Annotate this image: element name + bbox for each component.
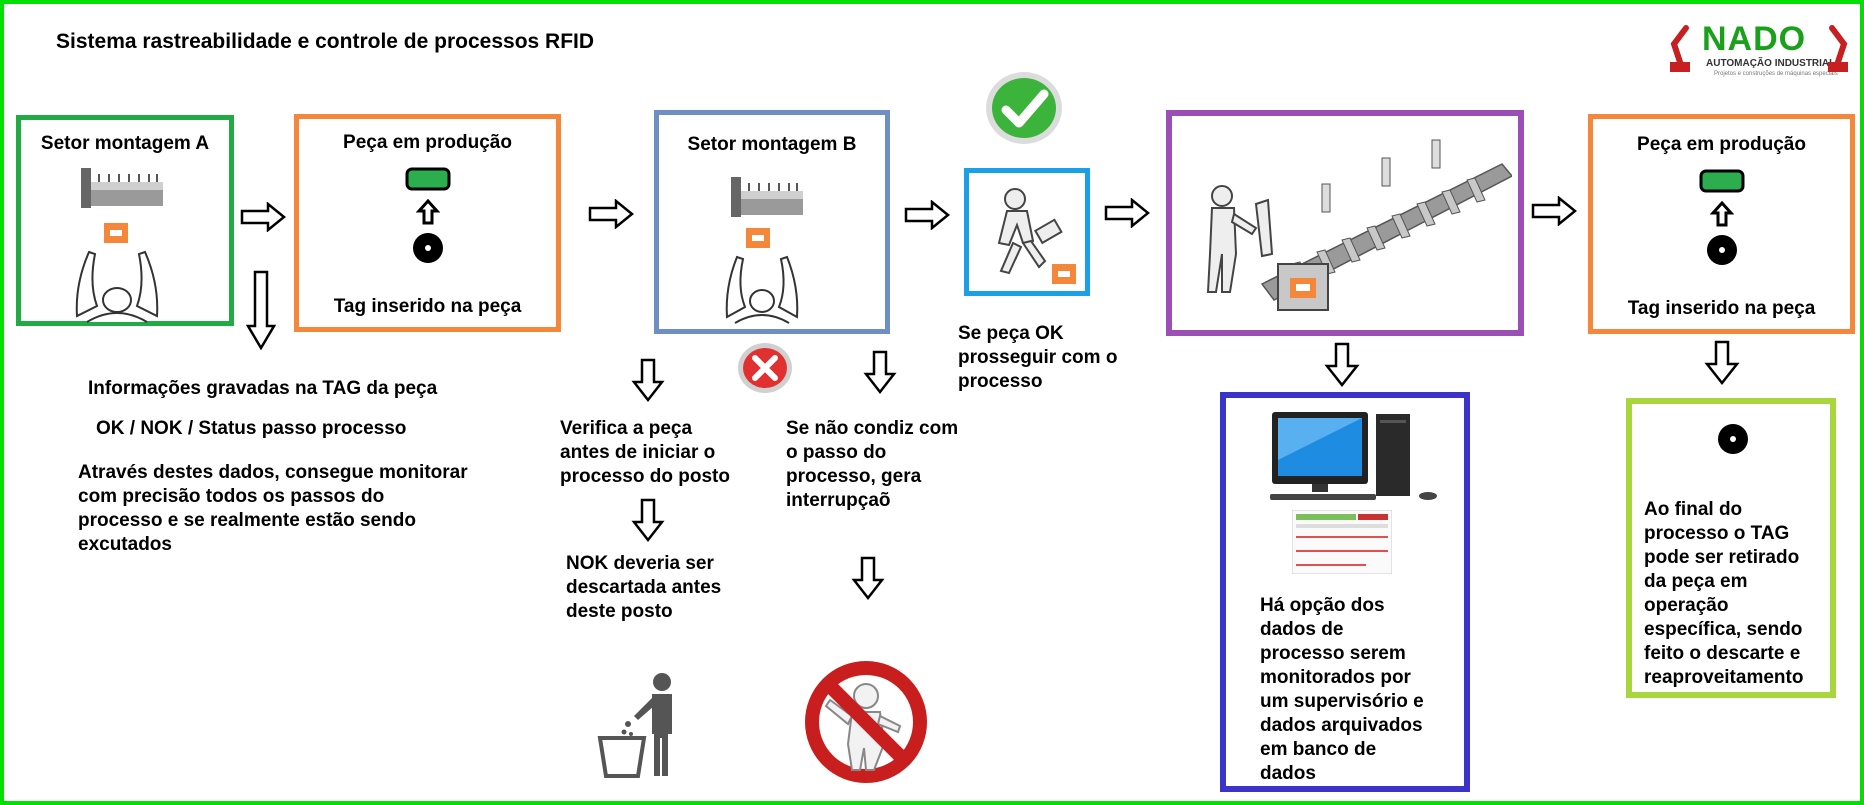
- check-icon: [986, 72, 1062, 144]
- arrow-down-stop: [851, 556, 885, 602]
- arrow-right-1: [240, 202, 286, 232]
- stop-sign-icon: [805, 661, 927, 783]
- worker-ok-box: [964, 168, 1090, 296]
- computer-icon: [1270, 412, 1437, 500]
- page-title: Sistema rastreabilidade e controle de pr…: [56, 30, 595, 53]
- peca-2-label: Peça em produção: [1637, 134, 1806, 155]
- nao-condiz-text: Se não condiz com o passo do processo, g…: [786, 418, 959, 511]
- final-box: Ao final do processo o TAG pode ser reti…: [1626, 398, 1836, 698]
- walking-worker-icon: [997, 188, 1063, 275]
- robot-arm-left-icon: [1670, 25, 1690, 72]
- setor-b-label: Setor montagem B: [687, 134, 857, 155]
- supervisorio-box: Há opção dos dados de processo serem mon…: [1220, 392, 1470, 792]
- peca-producao-2-box: Peça em produção Tag inserido na peça: [1588, 114, 1855, 334]
- arrow-down-nok: [631, 498, 665, 544]
- arrow-right-2: [588, 199, 634, 229]
- verifica-text: Verifica a peça antes de iniciar o proce…: [560, 418, 730, 487]
- supervisorio-text: Há opção dos dados de processo serem mon…: [1260, 595, 1424, 784]
- conveyor-box: [1166, 110, 1524, 336]
- logo-name: NADO: [1702, 20, 1807, 58]
- peca-1-label: Peça em produção: [343, 132, 512, 153]
- arrow-down-info: [246, 270, 276, 350]
- arrow-up-icon: [416, 199, 440, 225]
- rfid-tag-icon: [104, 223, 128, 243]
- peca-producao-1-box: Peça em produção Tag inserido na peça: [294, 114, 561, 332]
- cross-icon: [738, 343, 792, 393]
- robot-arm-right-icon: [1828, 25, 1848, 72]
- arrow-right-4: [1104, 198, 1150, 228]
- arrow-down-final: [1704, 340, 1740, 386]
- arrow-down-supervisorio: [1324, 342, 1360, 388]
- hands-icon: [75, 250, 159, 323]
- rfid-tag-disc-icon: [413, 233, 443, 263]
- rfid-tag-icon: [746, 228, 770, 248]
- hands-icon: [725, 255, 799, 324]
- rfid-reader-icon: [405, 167, 451, 191]
- ok-nok-text: OK / NOK / Status passo processo: [96, 418, 407, 439]
- scada-screen-icon: [1292, 510, 1392, 574]
- arrow-up-icon: [1710, 201, 1734, 227]
- logo-subtitle: AUTOMAÇÃO INDUSTRIAL: [1706, 58, 1836, 69]
- rfid-reader-icon: [1699, 169, 1745, 193]
- machine-icon: [81, 168, 163, 208]
- arrow-right-5: [1531, 196, 1577, 226]
- arrow-down-nao-condiz: [863, 350, 897, 396]
- peca-1-footer: Tag inserido na peça: [333, 296, 522, 317]
- atraves-text: Através destes dados, consegue monitorar…: [78, 462, 468, 555]
- arrow-right-3: [904, 200, 950, 230]
- info-gravadas-text: Informações gravadas na TAG da peça: [88, 378, 438, 399]
- setor-montagem-a-box: Setor montagem A: [16, 115, 234, 326]
- conveyor-icon: [1206, 139, 1512, 311]
- peca-ok-text: Se peça OK prosseguir com o processo: [958, 323, 1118, 392]
- rfid-tag-disc-icon: [1707, 235, 1737, 265]
- arrow-down-verifica: [631, 358, 665, 404]
- setor-montagem-b-box: Setor montagem B: [654, 110, 890, 334]
- rfid-tag-disc-icon: [1718, 424, 1748, 454]
- logo-tagline: Projetos e construções de máquinas espec…: [1714, 71, 1838, 77]
- machine-icon: [731, 177, 803, 217]
- final-text: Ao final do processo o TAG pode ser reti…: [1644, 499, 1804, 688]
- company-logo: NADO AUTOMAÇÃO INDUSTRIAL Projetos e con…: [1664, 16, 1854, 78]
- rfid-tag-icon: [1052, 264, 1076, 284]
- setor-a-label: Setor montagem A: [40, 133, 210, 154]
- trash-person-icon: [597, 673, 672, 778]
- peca-2-footer: Tag inserido na peça: [1627, 298, 1816, 319]
- nok-descartada-text: NOK deveria ser descartada antes deste p…: [566, 553, 722, 622]
